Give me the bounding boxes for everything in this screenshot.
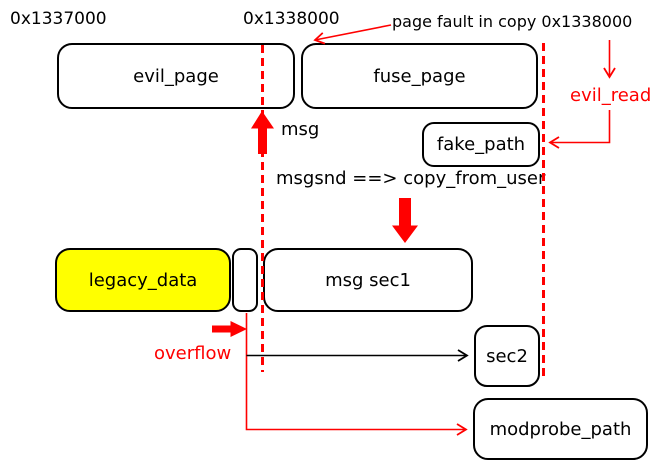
address-label-0x1338000: 0x1338000 xyxy=(243,9,340,29)
msg-up-arrow xyxy=(251,111,274,154)
fuse-page-box: fuse_page xyxy=(301,43,538,109)
fake-path-label: fake_path xyxy=(436,134,526,155)
legacy-data-box: legacy_data xyxy=(55,248,231,312)
address-label-0x1337000: 0x1337000 xyxy=(10,9,107,29)
msg-sec1-box: msg sec1 xyxy=(263,248,473,312)
overflow-annotation: overflow xyxy=(154,343,232,364)
msgsnd-copy-from-user-annotation: msgsnd ==> copy_from_user xyxy=(276,168,546,189)
copy-from-user-down-arrow xyxy=(392,198,418,243)
legacy-data-label: legacy_data xyxy=(88,269,198,291)
sec2-box: sec2 xyxy=(474,325,540,387)
overflow-right-arrow xyxy=(212,321,247,337)
fuse-page-label: fuse_page xyxy=(373,65,466,87)
evil-page-label: evil_page xyxy=(133,65,219,87)
evil-read-to-fake-path-arrow xyxy=(548,110,611,149)
evil-read-annotation: evil_read xyxy=(570,85,652,106)
msg-annotation: msg xyxy=(281,119,320,140)
overflow-gap-box xyxy=(232,248,258,312)
modprobe-path-box: modprobe_path xyxy=(473,398,648,460)
page-fault-annotation: page fault in copy 0x1338000 xyxy=(392,12,633,31)
evil-page-box: evil_page xyxy=(57,43,295,109)
msg-sec1-label: msg sec1 xyxy=(325,269,411,291)
overflow-to-modprobe-arrow xyxy=(245,313,468,436)
modprobe-path-label: modprobe_path xyxy=(489,418,632,440)
fake-path-box: fake_path xyxy=(422,122,540,167)
sec2-label: sec2 xyxy=(486,345,528,367)
